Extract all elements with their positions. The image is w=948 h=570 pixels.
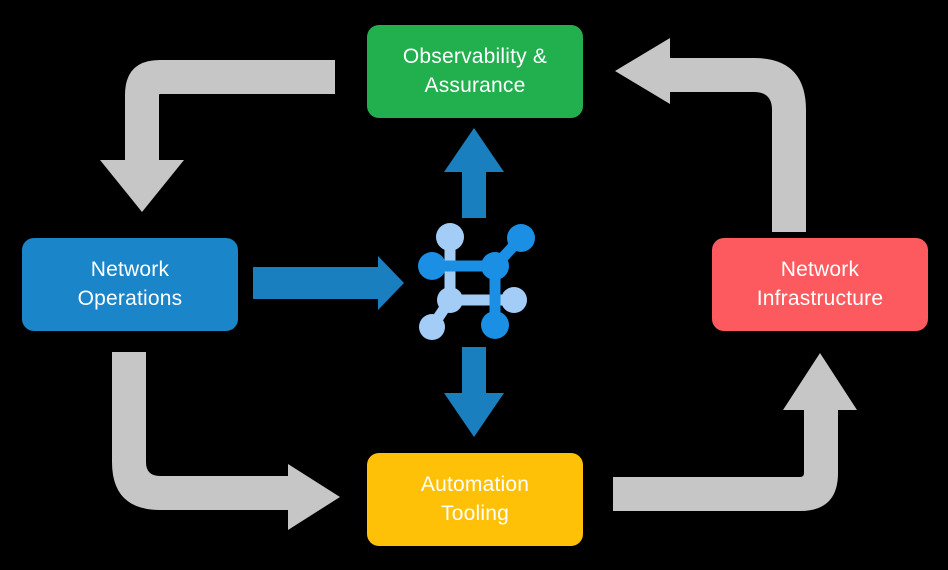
node-automation-tooling[interactable]: Automation Tooling bbox=[367, 453, 583, 546]
arrow-center-to-automation-tooling bbox=[444, 347, 504, 437]
node-network-infrastructure[interactable]: Network Infrastructure bbox=[712, 238, 928, 331]
arrow-observability-to-network-operations bbox=[100, 60, 335, 212]
arrow-network-operations-to-automation-tooling bbox=[112, 352, 340, 530]
network-icon-nodes-secondary bbox=[419, 223, 527, 340]
network-icon-nodes-primary bbox=[418, 224, 535, 339]
arrow-network-operations-to-center bbox=[253, 256, 404, 310]
node-observability-assurance[interactable]: Observability & Assurance bbox=[367, 25, 583, 118]
arrow-automation-tooling-to-network-infrastructure bbox=[613, 353, 857, 511]
arrow-network-infrastructure-to-observability bbox=[615, 38, 806, 232]
node-network-operations[interactable]: Network Operations bbox=[22, 238, 238, 331]
arrow-center-to-observability bbox=[444, 128, 504, 218]
network-topology-icon[interactable] bbox=[418, 223, 535, 340]
